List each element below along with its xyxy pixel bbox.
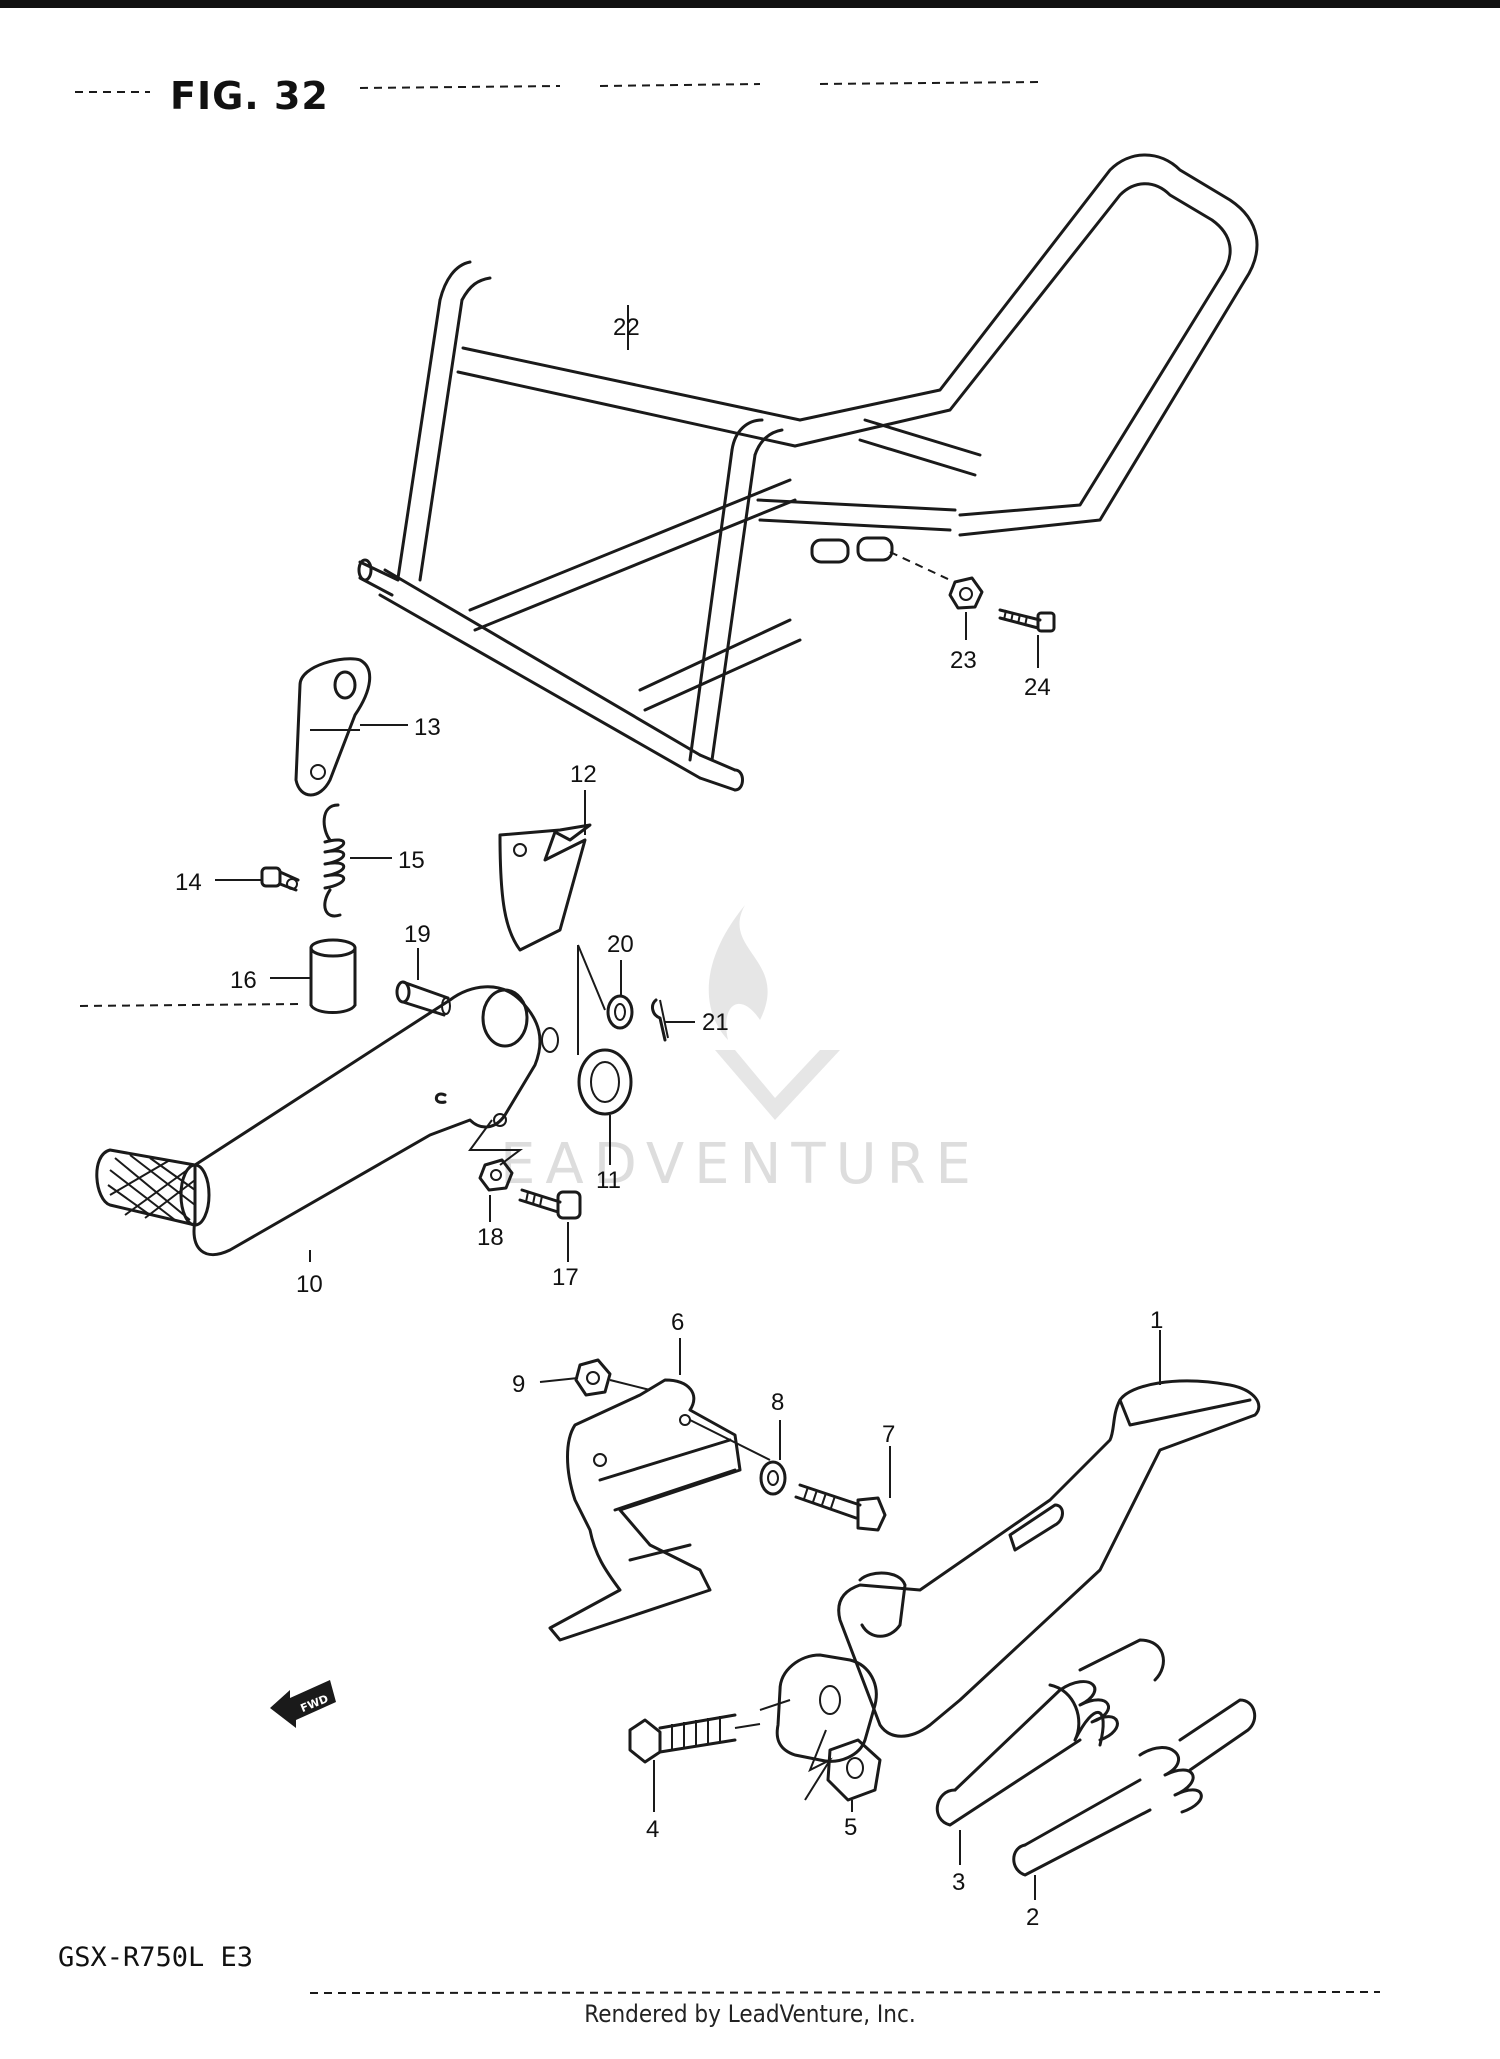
part-20-washer[interactable] <box>606 994 634 1030</box>
top-rule <box>0 0 1500 8</box>
part-10-kick-arm[interactable] <box>95 985 559 1257</box>
callout-12: 12 <box>570 761 597 788</box>
callout-7: 7 <box>882 1421 895 1448</box>
part-3-spring[interactable] <box>935 1638 1165 1827</box>
callout-13: 13 <box>414 714 441 741</box>
callout-24: 24 <box>1024 674 1051 701</box>
callout-17: 17 <box>552 1264 579 1291</box>
callout-9: 9 <box>512 1371 525 1398</box>
part-4-pivot-bolt[interactable] <box>628 1713 761 1764</box>
callout-18: 18 <box>477 1224 504 1251</box>
callout-10: 10 <box>296 1271 323 1298</box>
part-2-spring[interactable] <box>1012 1698 1257 1877</box>
part-15-spring[interactable] <box>322 803 346 918</box>
arrow-left-icon <box>270 1680 336 1728</box>
callout-labels: 1 2 3 4 5 6 7 8 9 10 11 12 13 14 15 16 1… <box>175 314 1163 1931</box>
callout-20: 20 <box>607 931 634 958</box>
callout-8: 8 <box>771 1389 784 1416</box>
callout-1: 1 <box>1150 1307 1163 1334</box>
part-5-nut[interactable] <box>826 1738 882 1802</box>
callout-2: 2 <box>1026 1904 1039 1931</box>
part-7-bolt[interactable] <box>794 1483 887 1532</box>
part-9-nut[interactable] <box>574 1358 651 1397</box>
part-14-bolt[interactable] <box>260 866 300 892</box>
callout-15: 15 <box>398 847 425 874</box>
callout-3: 3 <box>952 1869 965 1896</box>
part-13-bracket[interactable] <box>294 657 372 797</box>
part-23-nut[interactable] <box>948 576 984 610</box>
callout-23: 23 <box>950 647 977 674</box>
part-8-washer[interactable] <box>759 1460 787 1496</box>
callout-11: 11 <box>596 1167 621 1194</box>
model-code: GSX-R750L E3 <box>58 1942 254 1973</box>
part-16-collar[interactable] <box>309 938 357 1014</box>
callout-19: 19 <box>404 921 431 948</box>
part-12-guard[interactable] <box>498 823 592 952</box>
part-19-pin[interactable] <box>395 980 451 1017</box>
callout-22: 22 <box>613 314 640 341</box>
part-24-bolt[interactable] <box>998 608 1056 633</box>
callout-14: 14 <box>175 869 202 896</box>
watermark-logo-icon <box>708 905 840 1120</box>
part-6-stand-bracket[interactable] <box>548 1378 771 1642</box>
part-11-washer[interactable] <box>577 1048 633 1116</box>
leader-lines <box>215 305 1161 1900</box>
part-18-nut[interactable] <box>478 1158 514 1192</box>
fwd-marker: FWD <box>270 1680 336 1728</box>
scan-dashes <box>75 81 1381 1994</box>
assembly-lines <box>468 944 606 1166</box>
callout-16: 16 <box>230 967 257 994</box>
callout-4: 4 <box>646 1816 659 1843</box>
part-21-cotter-pin[interactable] <box>651 998 669 1042</box>
callout-5: 5 <box>844 1814 857 1841</box>
part-17-bolt[interactable] <box>518 1188 582 1220</box>
render-credit: Rendered by LeadVenture, Inc. <box>584 2000 916 2028</box>
part-22-rear-frame[interactable] <box>357 153 1259 792</box>
part-1-side-stand[interactable] <box>759 1379 1261 1763</box>
assembly-zigzag <box>804 1729 833 1801</box>
figure-title: FIG. 32 <box>170 74 329 118</box>
watermark-text: EADVENTURE <box>500 1132 981 1197</box>
callout-6: 6 <box>671 1309 684 1336</box>
callout-21: 21 <box>702 1009 729 1036</box>
